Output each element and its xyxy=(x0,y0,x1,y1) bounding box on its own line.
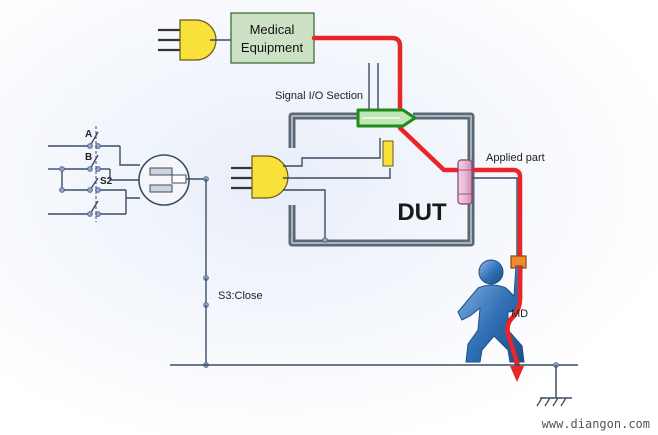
power-plug-icon xyxy=(158,19,217,61)
md-label: MD xyxy=(511,308,528,320)
medical-equipment-label-line1: Medical xyxy=(250,22,295,37)
medical-equipment-box: Medical Equipment xyxy=(230,12,315,64)
dut-plug-wire-mid xyxy=(283,168,391,179)
applied-part-wire xyxy=(472,177,518,258)
dut-plug-wire-bottom xyxy=(283,189,326,240)
dut-plug-wire-top xyxy=(283,138,381,167)
signal-io-label: Signal I/O Section xyxy=(275,90,363,102)
switch-b-label: B xyxy=(85,152,92,163)
applied-part xyxy=(457,159,473,205)
switch-s3-label: S3:Close xyxy=(218,290,263,302)
medical-equipment-plug xyxy=(158,19,232,61)
applied-part-label: Applied part xyxy=(486,152,545,164)
power-plug-icon xyxy=(231,155,289,199)
signal-io-section xyxy=(356,108,417,128)
watermark: www.diangon.com xyxy=(542,417,650,431)
medical-equipment-label-line2: Equipment xyxy=(241,40,304,55)
dut-internal-component xyxy=(382,140,394,167)
power-outlet-icon xyxy=(138,154,190,206)
dut-enclosure xyxy=(288,112,475,247)
arrow-down-icon xyxy=(510,366,524,382)
switch-a-label: A xyxy=(85,129,92,140)
dut-label: DUT xyxy=(397,199,447,226)
dut-plug xyxy=(231,155,289,199)
switch-assembly: A B S2 xyxy=(48,126,140,222)
switch-s2-label: S2 xyxy=(100,176,113,187)
earth-ground-icon xyxy=(536,365,572,407)
